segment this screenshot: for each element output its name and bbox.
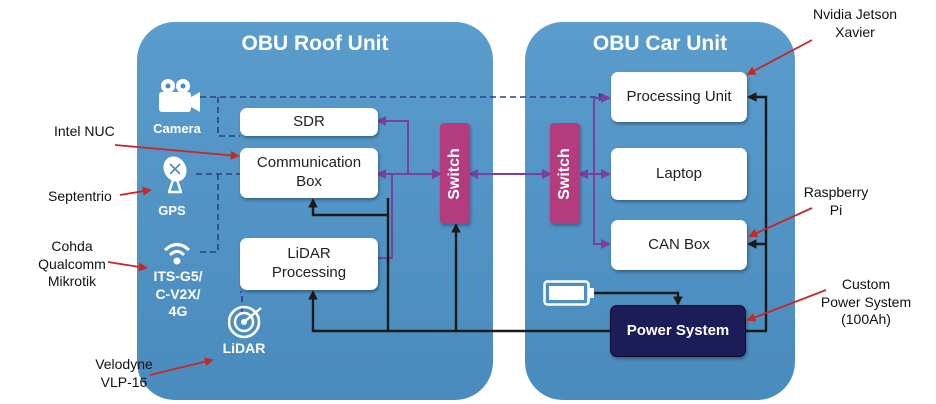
lidar-processing-label: LiDAR Processing [271, 245, 347, 281]
camera-icon [155, 78, 201, 121]
wifi-antenna-icon [162, 240, 192, 271]
custom-power-label: Custom Power System (100Ah) [820, 276, 912, 327]
power-system-label: Power System [626, 321, 730, 339]
raspberry-label: Raspberry Pi [803, 184, 869, 218]
intel-label: Intel NUC [54, 123, 115, 139]
laptop-label: Laptop [656, 164, 702, 182]
roof-switch-label: Switch [446, 147, 463, 200]
velodyne-label: Velodyne VLP-16 [95, 356, 153, 390]
sdr-box: SDR [240, 108, 378, 136]
nvidia-label: Nvidia Jetson Xavier [812, 6, 898, 40]
car-unit-title: OBU Car Unit [592, 32, 728, 55]
gps-label: GPS [158, 203, 186, 218]
lidar-to-processing-link [240, 291, 243, 312]
car-switch-label: Switch [556, 147, 573, 200]
sdr-label: SDR [293, 112, 325, 130]
obu-roof-unit: OBU Roof Unit [137, 22, 493, 400]
lidar-label: LiDAR [222, 340, 266, 356]
its-label: ITS-G5/ C-V2X/ 4G [153, 268, 203, 319]
can-box-label: CAN Box [648, 235, 710, 253]
its-to-comm-link [200, 174, 219, 253]
septentrio-label: Septentrio [48, 188, 112, 204]
lidar-icon [227, 304, 262, 345]
processing-unit-label: Processing Unit [626, 87, 732, 105]
camera-to-sdr-link [217, 97, 240, 137]
camera-label: Camera [153, 121, 201, 136]
satellite-dish-icon [158, 154, 192, 199]
cohda-label: Cohda Qualcomm Mikrotik [38, 238, 106, 289]
laptop-box: Laptop [611, 148, 747, 200]
communication-box-label: Communication Box [256, 154, 362, 190]
car-switch: Switch [550, 123, 580, 224]
communication-box: Communication Box [240, 148, 378, 198]
roof-unit-title: OBU Roof Unit [241, 32, 389, 55]
battery-icon [543, 280, 595, 311]
lidar-processing-box: LiDAR Processing [240, 238, 378, 290]
can-box: CAN Box [611, 220, 747, 270]
processing-unit-box: Processing Unit [611, 72, 747, 122]
roof-switch: Switch [440, 123, 470, 224]
power-system-box: Power System [610, 305, 746, 357]
